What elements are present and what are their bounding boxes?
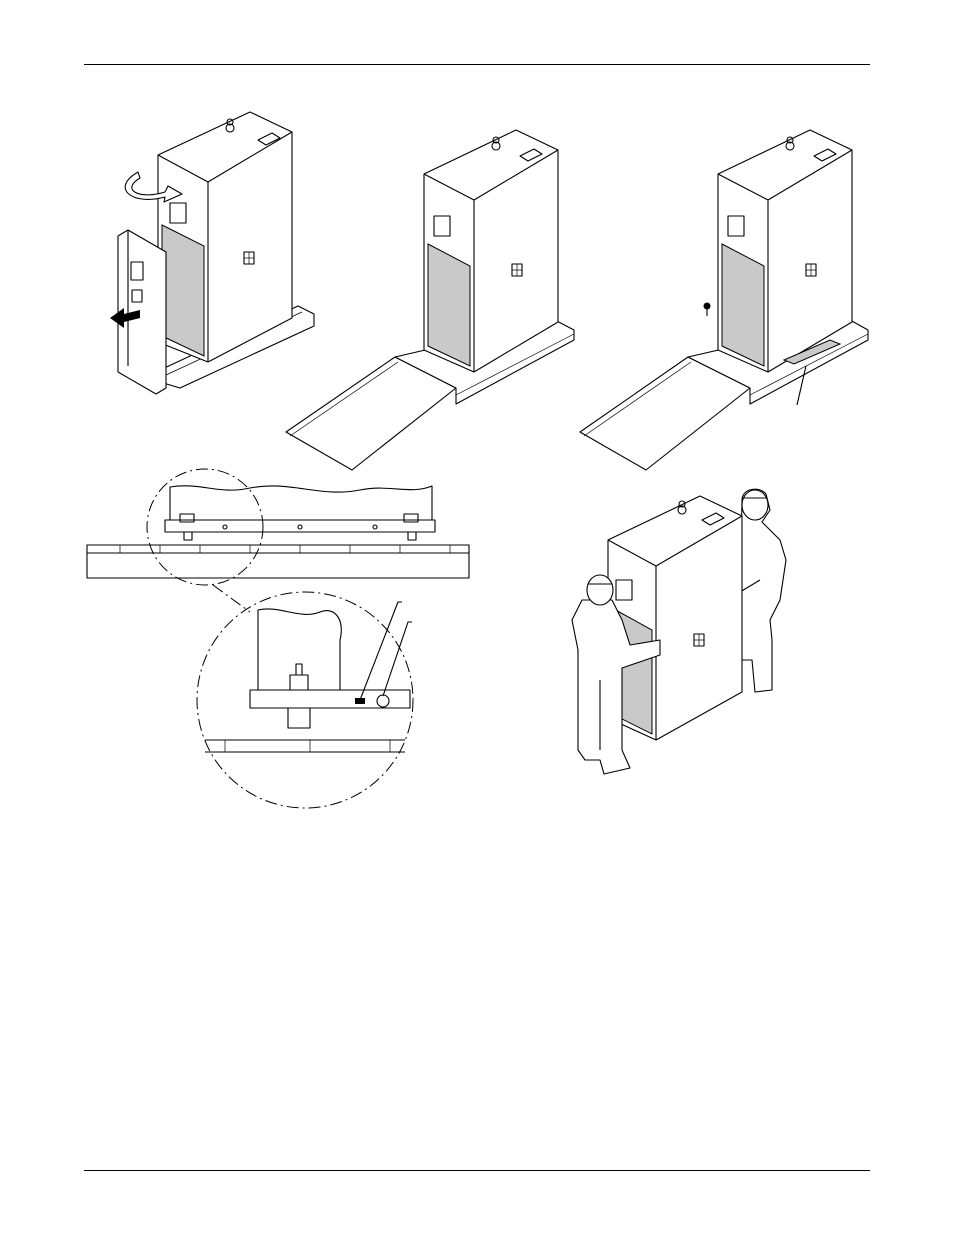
display-screen (616, 580, 632, 600)
display-screen (170, 203, 186, 223)
figure-remove-bolt (580, 130, 868, 470)
person-right (740, 489, 786, 692)
cabinet-front-panel (428, 244, 470, 366)
display-screen (728, 216, 744, 236)
pallet-base (87, 545, 469, 578)
figure-two-person-lift (572, 489, 786, 774)
leader-1 (360, 602, 402, 700)
cabinet-front-panel (162, 225, 204, 356)
magnified-rail (250, 690, 410, 708)
figure-detail-view (87, 469, 469, 808)
cabinet-section (170, 486, 432, 520)
magnified-cabinet-section (258, 609, 341, 690)
head-left (587, 575, 613, 605)
figure-install-ramp (286, 130, 574, 470)
panel-cutout (131, 262, 143, 280)
pallet-rail (165, 520, 435, 532)
display-screen (434, 216, 450, 236)
removed-panel (118, 230, 166, 394)
figure-remove-front-panel (110, 112, 314, 394)
head-right (742, 490, 768, 520)
leader-2 (383, 622, 412, 696)
cabinet-front-panel (722, 244, 764, 366)
